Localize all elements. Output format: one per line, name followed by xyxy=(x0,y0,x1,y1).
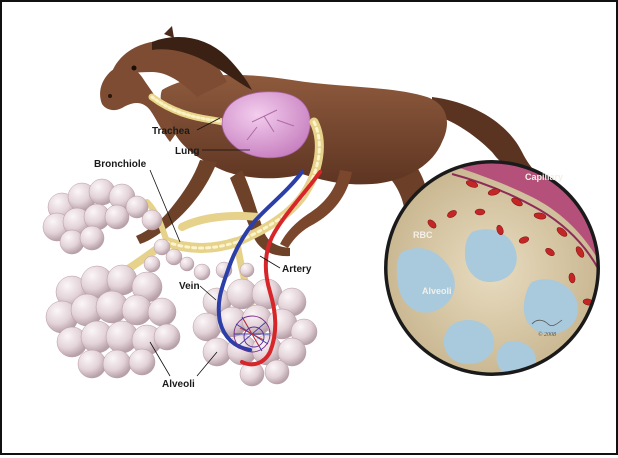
alveoli-cluster-bottom-left xyxy=(46,265,180,378)
alveoli-cluster-left xyxy=(43,179,162,254)
signature-text: © 2008 xyxy=(538,331,556,338)
bronchiole-label: Bronchiole xyxy=(94,159,147,170)
vein-label: Vein xyxy=(179,281,200,292)
horse-respiratory-diagram: Capillary RBC Alveoli © 2008 Trachea Lun… xyxy=(2,2,616,453)
inset-alveoli-label: Alveoli xyxy=(422,286,452,296)
artery-label: Artery xyxy=(282,264,312,275)
lung-label: Lung xyxy=(175,146,199,157)
trachea-label: Trachea xyxy=(152,126,190,137)
rbc-label: RBC xyxy=(413,230,433,240)
capillary-label: Capillary xyxy=(525,172,563,182)
alveoli-cluster-bottom-right xyxy=(193,279,317,386)
alveoli-label: Alveoli xyxy=(162,379,195,390)
